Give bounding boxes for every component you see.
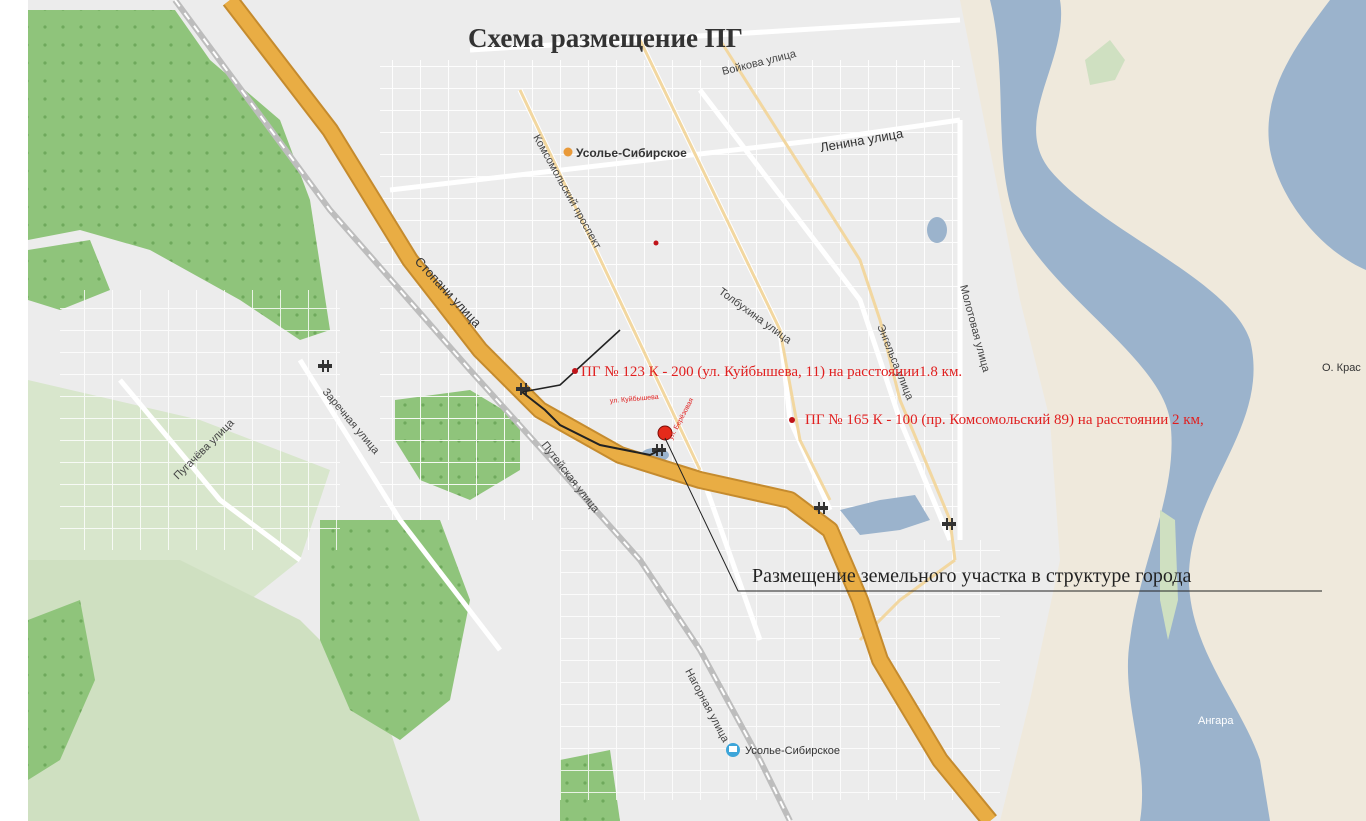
forest-southwest bbox=[28, 600, 95, 780]
pipeline-branch bbox=[521, 329, 621, 393]
pg-point-1[interactable] bbox=[572, 368, 578, 374]
forest-north bbox=[28, 10, 330, 340]
annotation-leader bbox=[664, 437, 1322, 592]
pg-label-1: ПГ № 123 К - 200 (ул. Куйбышева, 11) на … bbox=[581, 364, 962, 380]
left-margin bbox=[0, 0, 28, 821]
city-grid bbox=[380, 60, 960, 520]
island-label: О. Крас bbox=[1322, 362, 1361, 374]
pond-east bbox=[840, 495, 930, 535]
secondary-roads bbox=[518, 39, 957, 642]
city-label: Усолье-Сибирское bbox=[576, 146, 687, 160]
west-grid bbox=[60, 290, 340, 550]
pg-point-3[interactable] bbox=[653, 240, 659, 246]
river-east bbox=[1268, 0, 1366, 270]
south-grid bbox=[560, 500, 860, 800]
pg-point-2[interactable] bbox=[789, 417, 795, 423]
annotation-text: Размещение земельного участка в структур… bbox=[752, 565, 1192, 587]
land-plot-marker[interactable] bbox=[657, 425, 673, 441]
pipeline-route bbox=[521, 391, 661, 457]
island-small bbox=[1085, 40, 1125, 85]
railway bbox=[172, 0, 793, 821]
pg-label-2: ПГ № 165 К - 100 (пр. Комсомольский 89) … bbox=[805, 412, 1204, 428]
pond-north bbox=[927, 217, 947, 243]
river-label: Ангара bbox=[1198, 715, 1234, 727]
station-label: Усолье-Сибирское bbox=[745, 745, 840, 757]
forest-south bbox=[320, 520, 470, 740]
map-title: Схема размещение ПГ bbox=[468, 23, 743, 53]
city-marker-icon[interactable] bbox=[563, 147, 573, 157]
river-angara bbox=[990, 0, 1270, 821]
highway bbox=[224, 0, 996, 821]
meadow-area-2 bbox=[28, 560, 420, 821]
island-strip bbox=[1160, 510, 1178, 640]
